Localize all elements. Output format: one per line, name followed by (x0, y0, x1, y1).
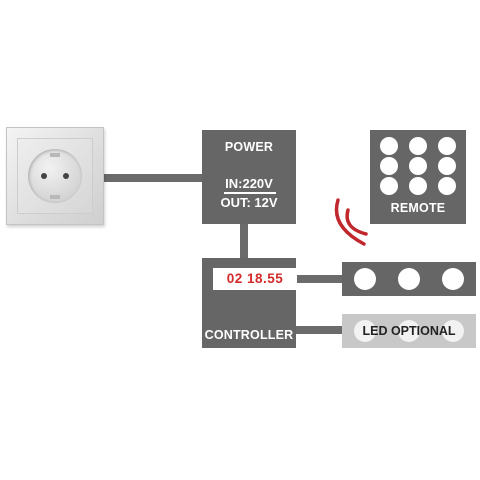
controller-label: CONTROLLER (204, 328, 294, 342)
led-optional-label: LED OPTIONAL (362, 324, 456, 338)
socket-ground-clip-bottom (50, 195, 60, 199)
remote-button (409, 157, 427, 175)
wire-controller-to-led-top (296, 275, 342, 283)
remote-button (438, 177, 456, 195)
power-box: POWER IN:220V OUT: 12V (202, 130, 296, 224)
socket-pin-hole-left (41, 173, 47, 179)
socket-frame (17, 138, 93, 214)
led-strip (342, 262, 476, 296)
power-title: POWER (224, 140, 274, 154)
led-light (398, 268, 420, 290)
led-light-optional (398, 320, 420, 342)
remote-button (438, 137, 456, 155)
remote-button (380, 177, 398, 195)
signal-arc-inner (345, 208, 368, 236)
controller-display: 02 18.55 (213, 268, 297, 290)
remote-button (438, 157, 456, 175)
led-strip-optional: LED OPTIONAL (342, 314, 476, 348)
signal-arc-outer (334, 198, 366, 246)
wireless-signal-icon (334, 198, 368, 246)
wall-socket-icon (6, 127, 104, 225)
led-light (442, 268, 464, 290)
power-divider (224, 192, 276, 194)
power-input-spec: IN:220V (225, 176, 273, 191)
remote-label: REMOTE (390, 201, 446, 215)
remote-button (380, 157, 398, 175)
remote-button (409, 177, 427, 195)
socket-ground-clip-top (50, 153, 60, 157)
remote-button (409, 137, 427, 155)
socket-pin-hole-right (63, 173, 69, 179)
led-light-optional (354, 320, 376, 342)
led-light-optional (442, 320, 464, 342)
remote-box: REMOTE (370, 130, 466, 224)
wire-socket-to-power (104, 174, 202, 182)
wire-controller-to-led-optional (296, 326, 342, 334)
socket-face (28, 149, 82, 203)
controller-box: 02 18.55 CONTROLLER (202, 258, 297, 348)
remote-button (380, 137, 398, 155)
wire-power-to-controller (240, 224, 248, 258)
power-output-spec: OUT: 12V (220, 195, 278, 210)
led-light (354, 268, 376, 290)
